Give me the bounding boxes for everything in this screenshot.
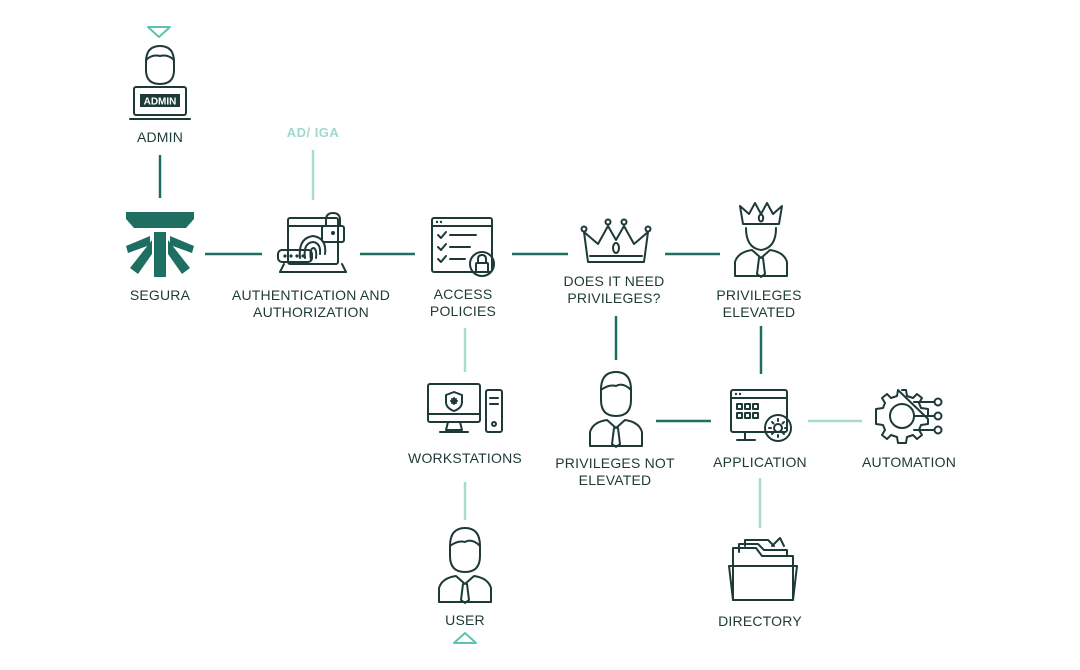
admin-badge-text: ADMIN [144,97,177,108]
privileges-elevated-label-line1: PRIVILEGES [716,287,802,303]
does-it-need-label-line2: PRIVILEGES? [567,290,661,306]
ad-iga-label: AD/ IGA [286,125,340,140]
privileges-elevated-label-line2: ELEVATED [722,304,796,320]
user-person-icon [438,527,492,604]
admin-laptop-person-icon: ADMIN [129,45,191,120]
directory-label: DIRECTORY [718,613,802,629]
automation-label: AUTOMATION [861,454,957,470]
bottom-triangle-icon [453,632,477,644]
crowned-person-icon [734,202,788,278]
privileges-not-elevated-label-line1: PRIVILEGES NOT [555,455,675,471]
access-policies-label-line1: ACCESS [433,286,493,302]
connectors [158,150,862,528]
crown-icon [580,218,652,263]
does-it-need-privileges-label: DOES IT NEED PRIVILEGES? [564,273,665,307]
user-label: USER [445,612,485,628]
authentication-label-line2: AUTHORIZATION [253,304,369,320]
privileges-not-elevated-label: PRIVILEGES NOT ELEVATED [555,455,675,489]
authentication-label-line1: AUTHENTICATION AND [231,287,391,303]
privileges-elevated-label: PRIVILEGES ELEVATED [716,287,801,321]
privileges-not-elevated-label-line2: ELEVATED [578,472,652,488]
access-policies-label: ACCESS POLICIES [430,286,496,320]
folder-icon [728,537,798,601]
does-it-need-label-line1: DOES IT NEED [563,273,665,289]
person-icon [589,371,643,448]
top-triangle-icon [147,26,171,38]
checklist-lock-icon [431,217,495,277]
workstation-shield-icon [427,383,503,433]
authentication-label: AUTHENTICATION AND AUTHORIZATION [232,287,390,321]
application-gear-icon [730,389,792,442]
automation-gear-icon [875,389,943,444]
application-label: APPLICATION [713,454,807,470]
segura-label: SEGURA [129,287,191,303]
access-policies-label-line2: POLICIES [429,303,497,319]
fingerprint-lock-monitor-icon [277,212,347,273]
segura-logo-icon [126,212,194,277]
admin-label: ADMIN [136,129,184,145]
workstations-label: WORKSTATIONS [408,450,522,466]
